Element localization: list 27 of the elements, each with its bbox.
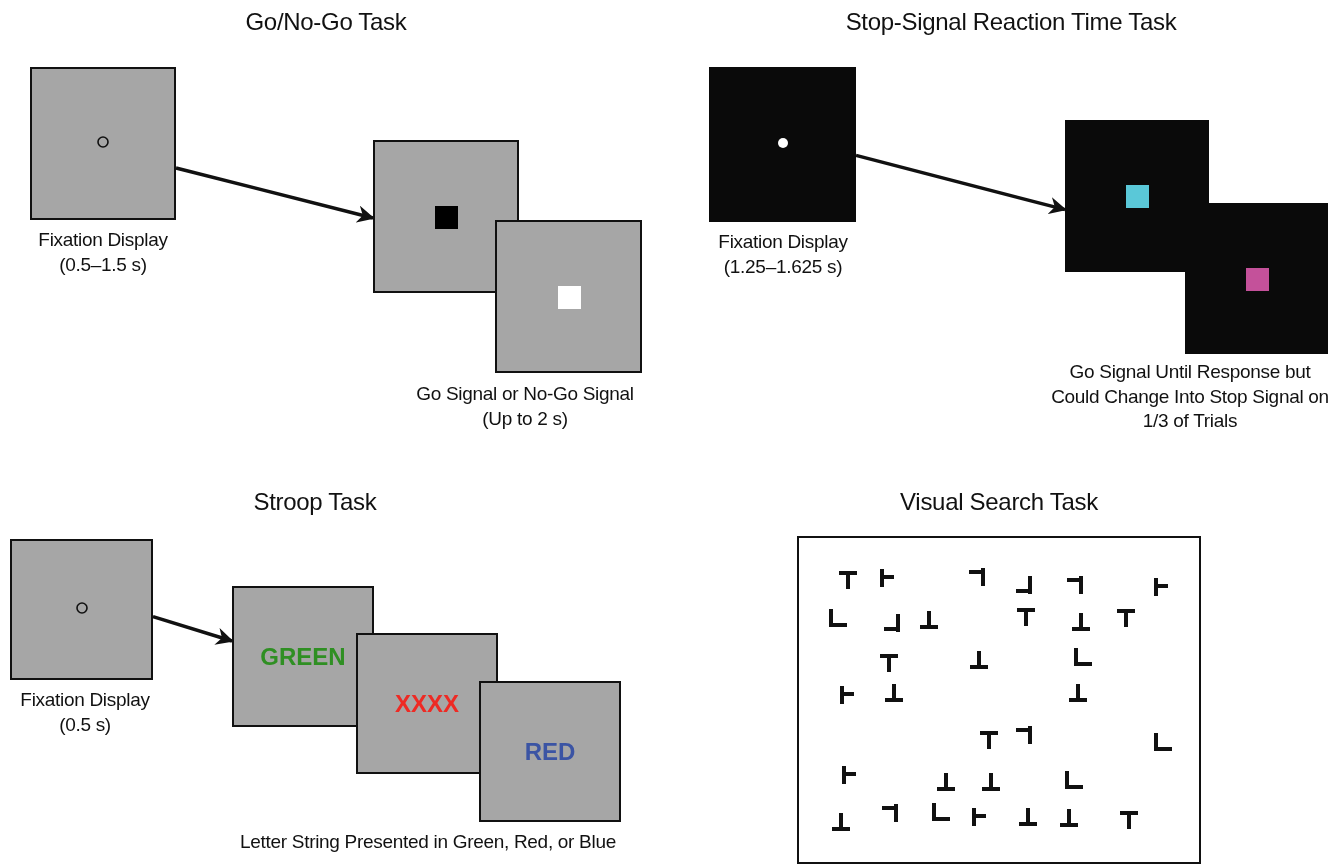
screen-caption: Fixation Display (0.5 s) <box>19 688 151 737</box>
fixation-screen <box>30 67 176 220</box>
fixation-screen <box>10 539 153 680</box>
screen-caption: Letter String Presented in Green, Red, or Blue <box>239 830 617 854</box>
search-display <box>797 536 1201 864</box>
color-word: XXXX <box>395 689 459 718</box>
stimulus-screen <box>479 681 621 822</box>
arrow <box>855 153 1067 215</box>
screen-caption: Go Signal or No-Go Signal (Up to 2 s) <box>415 382 635 431</box>
arrow <box>152 614 234 645</box>
task-title: Stop-Signal Reaction Time Task <box>845 8 1177 36</box>
stop-signal-screen <box>1185 203 1328 354</box>
screen-caption: Fixation Display (0.5–1.5 s) <box>37 228 169 277</box>
task-title: Visual Search Task <box>900 488 1098 516</box>
arrow <box>175 166 375 223</box>
go-signal-screen <box>1065 120 1209 272</box>
color-word: GREEN <box>260 642 346 671</box>
go-signal-screen <box>373 140 519 293</box>
task-title: Stroop Task <box>253 488 377 516</box>
screen-caption: Fixation Display (1.25–1.625 s) <box>717 230 849 279</box>
task-title: Go/No-Go Task <box>245 8 407 36</box>
no-go-signal-screen <box>495 220 642 373</box>
stimulus-screen <box>232 586 374 727</box>
fixation-screen <box>709 67 856 222</box>
color-word: RED <box>524 737 576 766</box>
stimulus-screen <box>356 633 498 774</box>
screen-caption: Go Signal Until Response but Could Change Into Stop Signal on 1/3 of Trials <box>1051 360 1329 434</box>
